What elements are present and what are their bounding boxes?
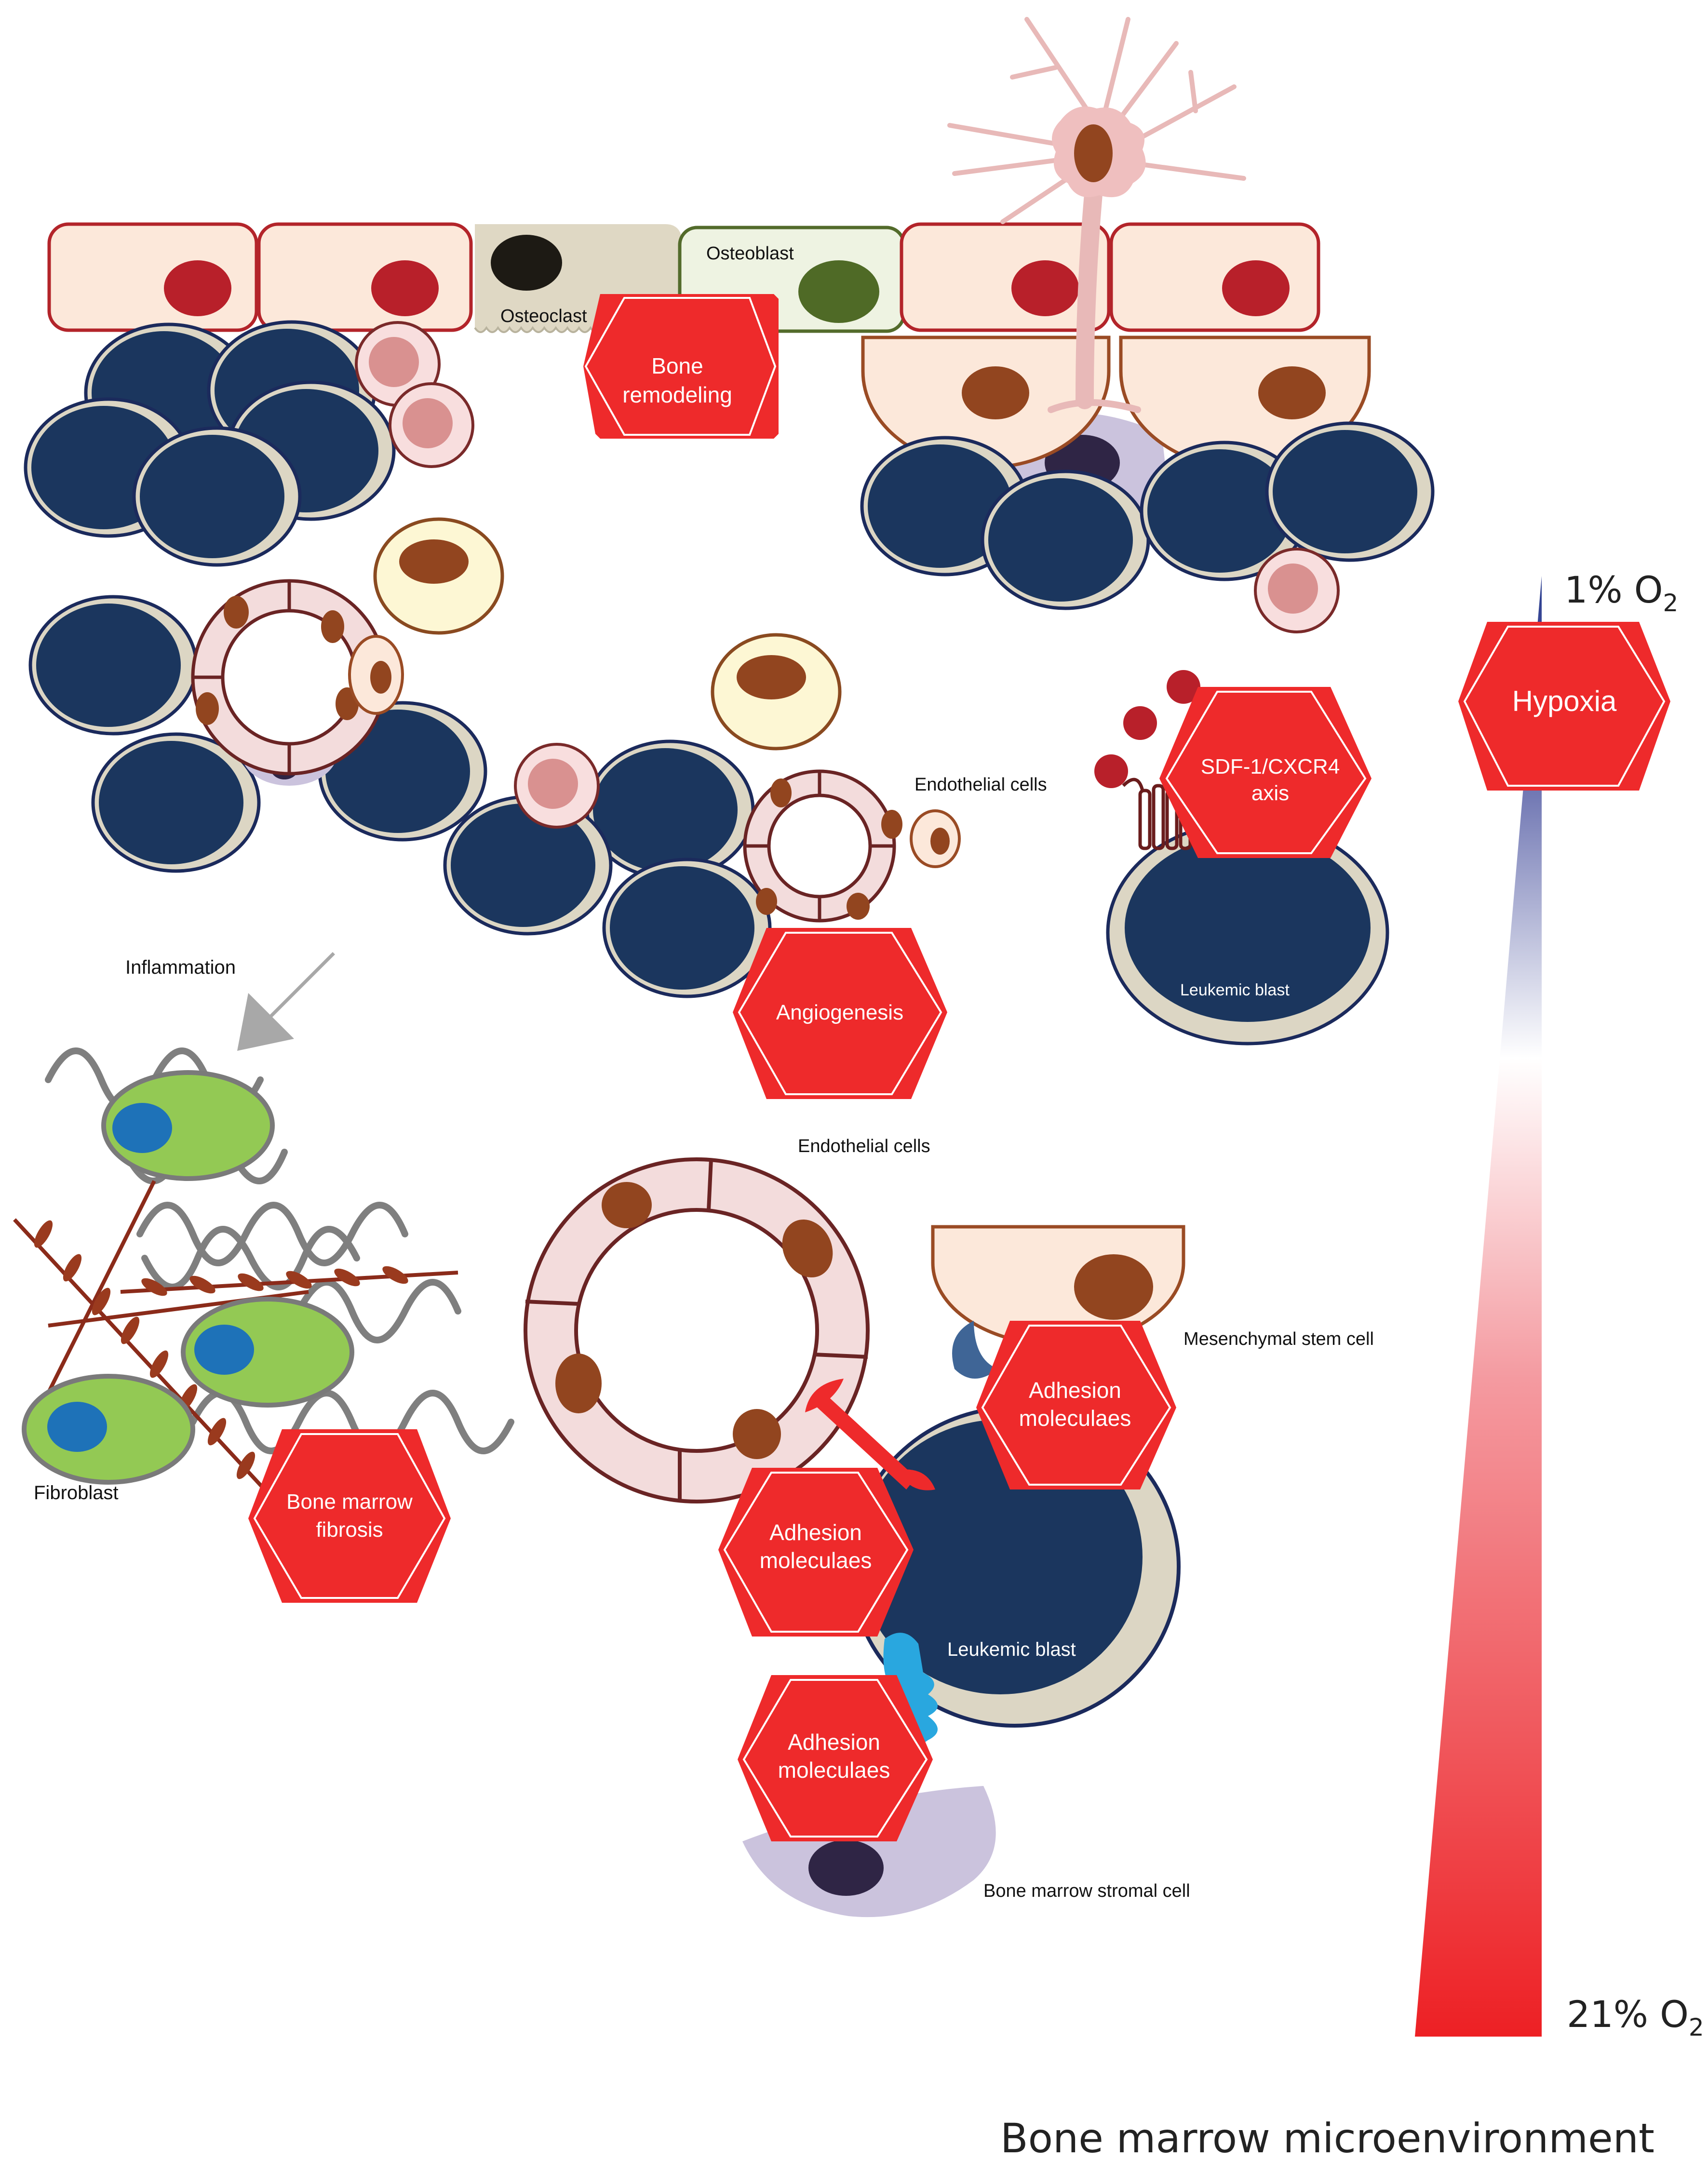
oxygen-high-label: 21% O2 (1567, 1993, 1704, 2041)
endothelial-cells-label: Endothelial cells (915, 775, 1047, 795)
erythrocyte-cluster (445, 741, 770, 996)
pericyte-cell (348, 635, 404, 715)
hypoxia-process: Hypoxia (1458, 622, 1670, 791)
bone-marrow-fibrosis-process: Bone marrow fibrosis (248, 1429, 451, 1603)
platelet-cell (1255, 549, 1338, 632)
monocyte-cell (375, 519, 502, 633)
fibroblast-cell (101, 1070, 275, 1181)
stromal-cell (742, 1786, 996, 1918)
sdf1-cxcr4-process: SDF-1/CXCR4 axis (1159, 687, 1372, 858)
leukemic-blast-label: Leukemic blast (1180, 981, 1290, 999)
vessel-large (524, 1157, 870, 1503)
angiogenesis-process: Angiogenesis (733, 928, 947, 1099)
platelet-cell (515, 744, 598, 827)
platelet-cell (390, 384, 473, 467)
svg-text:moleculaes: moleculaes (760, 1548, 872, 1573)
bone-remodeling-process: Bone remodeling (583, 294, 779, 439)
inflammation-label: Inflammation (125, 957, 236, 978)
leukemic-blast-label: Leukemic blast (947, 1639, 1076, 1660)
svg-text:axis: axis (1251, 781, 1289, 805)
svg-text:Adhesion: Adhesion (788, 1730, 880, 1755)
mesenchymal-stem-cell (931, 1225, 1185, 1347)
neuron-cell-body (1052, 106, 1146, 198)
svg-text:remodeling: remodeling (622, 382, 732, 407)
vessel-center (743, 769, 902, 923)
osteoclast-label: Osteoclast (500, 306, 587, 326)
svg-text:Adhesion: Adhesion (1029, 1378, 1121, 1403)
adhesion-molecules-process: Adhesion moleculaes (718, 1468, 914, 1637)
lining-cell (1109, 222, 1320, 332)
adhesion-molecules-process: Adhesion moleculaes (976, 1321, 1176, 1489)
fibroblast-label: Fibroblast (34, 1482, 119, 1503)
lining-cell (257, 222, 473, 332)
lining-cell (900, 222, 1111, 332)
adhesion-receptor (952, 1321, 998, 1379)
svg-text:Hypoxia: Hypoxia (1512, 685, 1617, 717)
fibroblast-cell (22, 1374, 195, 1485)
svg-text:Bone: Bone (651, 353, 703, 378)
svg-text:SDF-1/CXCR4: SDF-1/CXCR4 (1201, 755, 1340, 778)
adhesion-molecules-process: Adhesion moleculaes (738, 1675, 933, 1841)
adhesion-ligand (805, 1379, 935, 1490)
mesenchymal-cell (861, 335, 1111, 470)
svg-text:moleculaes: moleculaes (778, 1758, 890, 1783)
oxygen-gradient-wedge (1415, 576, 1542, 2037)
endothelial-cells-label: Endothelial cells (798, 1136, 930, 1156)
oxygen-low-label: 1% O2 (1564, 568, 1678, 617)
svg-text:Angiogenesis: Angiogenesis (776, 1001, 903, 1024)
neuron-cell (947, 17, 1246, 413)
diagram-title: Bone marrow microenvironment (1000, 2115, 1654, 2160)
osteoblast-label: Osteoblast (706, 243, 794, 264)
fibroblast-cell (181, 1297, 354, 1408)
inflammation-arrow (237, 928, 335, 1051)
leukemic-blast-cell (1106, 820, 1389, 1046)
monocyte-cell (713, 635, 840, 749)
lining-cell (47, 222, 258, 332)
svg-text:Bone marrow: Bone marrow (286, 1490, 413, 1514)
adhesion-receptor-blue (883, 1633, 938, 1750)
erythrocyte-cluster (26, 322, 394, 565)
svg-text:moleculaes: moleculaes (1019, 1406, 1131, 1431)
mesenchymal-stem-cell-label: Mesenchymal stem cell (1183, 1329, 1374, 1349)
pericyte-cell (910, 809, 961, 868)
svg-text:fibrosis: fibrosis (316, 1518, 383, 1542)
svg-text:Adhesion: Adhesion (769, 1520, 862, 1545)
bone-marrow-stromal-cell-label: Bone marrow stromal cell (983, 1881, 1190, 1901)
